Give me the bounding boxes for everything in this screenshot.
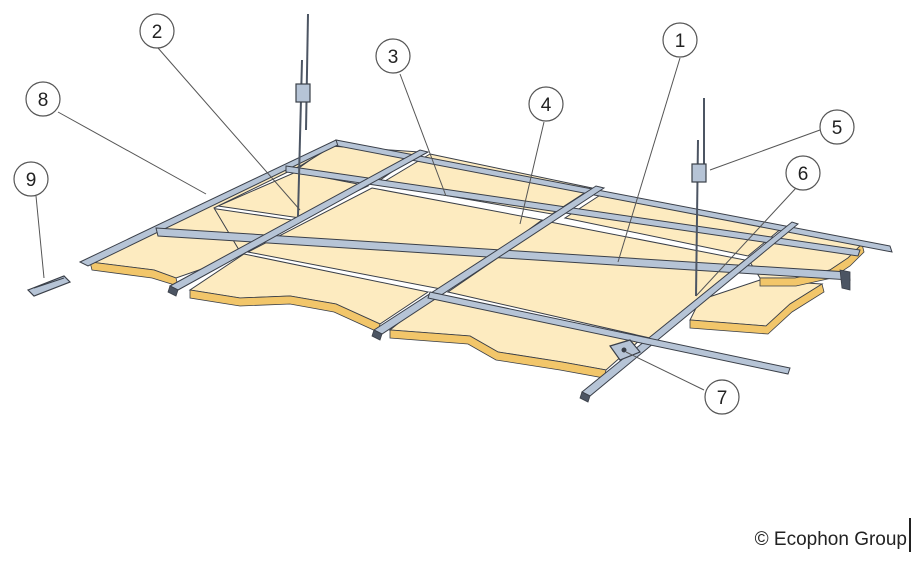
leader-lines [35,47,821,391]
callout-number: 6 [798,164,809,185]
ceiling-panels [88,142,864,371]
callout-number: 7 [717,388,728,409]
callout-circle [528,86,564,122]
callout-number: 1 [675,31,686,52]
runner-end [579,391,591,403]
callout-1: 1 [662,22,698,58]
callout-circle [139,13,175,49]
callout-9: 9 [13,161,49,197]
callout-7: 7 [704,379,740,415]
panel-edge [689,283,825,335]
runner-end [167,285,179,297]
wall-angle-profile [335,139,893,253]
hanger-rod [305,13,309,131]
callout-number: 8 [38,90,49,111]
copyright-notice: © Ecophon Group [754,529,907,550]
callout-4: 4 [528,86,564,122]
callout-circle [819,109,855,145]
callout-6: 6 [785,155,821,191]
callout-number: 3 [388,47,399,68]
loose-profile-line [33,277,65,289]
callout-circle [704,379,740,415]
leader-line-3 [399,73,447,197]
callout-number: 4 [541,95,552,116]
runner-end [371,329,383,341]
hanger-clip [295,83,311,103]
main-runner [427,291,791,375]
callout-circle [13,161,49,197]
runner-end [839,269,851,291]
callouts: 1 2 3 4 5 6 7 8 [13,13,855,415]
edge-rule [909,518,911,552]
hanger-clip [691,163,707,183]
leader-line-2 [157,47,301,211]
leader-line-4 [519,121,545,225]
callout-3: 3 [375,38,411,74]
leader-line-5 [709,129,821,171]
main-runner [285,165,861,257]
leader-line-6 [695,187,797,297]
callout-2: 2 [139,13,175,49]
callout-circle [375,38,411,74]
leader-line-7 [625,351,705,391]
leader-line-1 [617,57,681,263]
callout-number: 9 [26,170,37,191]
callout-circle [785,155,821,191]
loose-profile-part [26,275,72,297]
leader-line-9 [35,195,45,279]
callout-number: 5 [832,118,843,139]
callout-circle [25,81,61,117]
leader-line-8 [57,111,207,195]
bracket-hole [621,347,627,353]
callout-circle [662,22,698,58]
suspension-hangers [295,13,707,297]
callout-8: 8 [25,81,61,117]
callout-number: 2 [152,22,163,43]
loose-profile [26,275,72,297]
callout-5: 5 [819,109,855,145]
